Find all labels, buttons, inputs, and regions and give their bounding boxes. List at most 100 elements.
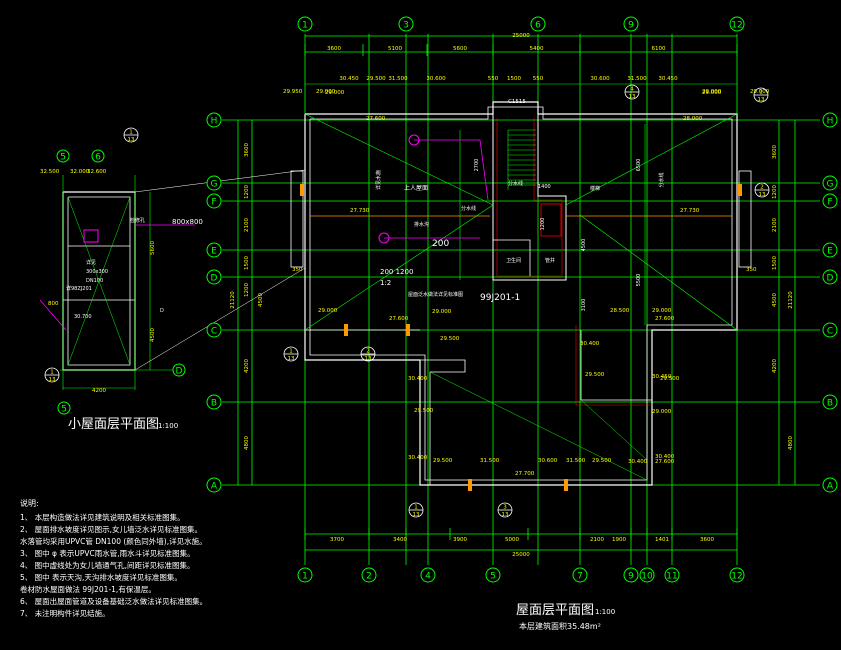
small-detail-ref-top: 1 [50, 370, 54, 376]
dim-left: 21120 [230, 291, 236, 309]
dim-top: 5600 [453, 46, 467, 52]
dim-bottom: 5000 [505, 537, 519, 543]
dim-right: 4200 [772, 359, 778, 373]
small-elevation: 32.500 [40, 169, 60, 175]
axis-bubble-right-F-label: F [827, 198, 832, 208]
elevation-mark: 28.500 [610, 308, 630, 314]
rain-outlet [564, 479, 568, 491]
dim-note: 2700 [474, 159, 480, 172]
small-detail-ref-top: 1 [129, 130, 133, 136]
detail-ref-top: 2 [366, 349, 370, 355]
axis-bubble-bottom-5-label: 5 [490, 572, 496, 582]
elevation-mark: 30.400 [408, 376, 428, 382]
dim-right: 2100 [772, 218, 778, 232]
axis-bubble-right-A-label: A [827, 482, 834, 492]
ridge-label: 分水线 [461, 205, 476, 212]
detail-ref-top: 1 [414, 505, 418, 511]
elevation-mark: 31.500 [480, 458, 500, 464]
ridge-label: 分水线 [508, 180, 523, 187]
dim-top-elev: 30.600 [590, 76, 610, 82]
dim-right: 21120 [788, 291, 794, 309]
axis-bubble-top-6-circle [530, 16, 546, 32]
shaft-wall [493, 239, 531, 276]
elevation-mark: 27.600 [389, 316, 409, 322]
axis-bubble-right-C-label: C [827, 327, 833, 337]
small-plan-scale: 1:100 [158, 422, 178, 430]
axis-bubble-top-9-label: 9 [628, 21, 634, 31]
main-plan-scale: 1:100 [595, 608, 615, 616]
pipe-note: 200 1200 [380, 268, 413, 276]
gutter-label: 排水沟 [414, 221, 429, 228]
elevation-mark: 30.600 [538, 458, 558, 464]
detail-ref-top: 1 [289, 349, 293, 355]
axis-bubble-top-1-label: 1 [302, 21, 308, 31]
elevation-mark: 31.500 [566, 458, 586, 464]
axis-bubble-left-B-label: B [211, 399, 217, 409]
small-elevation: 32.000 [70, 169, 90, 175]
dim-right: 4800 [788, 436, 794, 450]
axis-bubble-right-E-label: E [827, 247, 833, 257]
dim-top-elev: 30.600 [426, 76, 446, 82]
small-axis-bubble-6-circle [91, 149, 105, 163]
small-note: 详98ZJ201 [66, 285, 92, 292]
small-axis-bubble-5b-circle [57, 401, 71, 415]
axis-bubble-left-A-label: A [211, 482, 218, 492]
axis-bubble-top-9-circle [623, 16, 639, 32]
dim-left: 1500 [244, 256, 250, 270]
detail-ref-bottom: 13 [365, 356, 372, 362]
projection-line [134, 267, 306, 371]
dim-right: 3600 [772, 145, 778, 159]
axis-bubble-left-E-circle [206, 242, 222, 258]
window-right [738, 170, 752, 268]
axis-bubble-right-C-circle [822, 322, 838, 338]
main-plan-title: 屋面层平面图 [516, 603, 594, 618]
dim-top-total: 25000 [512, 33, 530, 39]
dim-top-elev: 30.450 [658, 76, 678, 82]
dim-left: 3600 [244, 143, 250, 157]
axis-bubble-right-G-label: G [827, 180, 834, 190]
small-hatch-label: 检修孔 [130, 217, 145, 224]
small-plan-title: 小屋面层平面图 [68, 417, 159, 432]
dim-right: 1200 [772, 185, 778, 199]
dim-left: 1200 [244, 185, 250, 199]
small-axis-bubble-5-label: 5 [60, 153, 66, 163]
rain-outlet [300, 184, 304, 196]
detail-ref-bottom: 13 [759, 192, 766, 198]
notes-line: 7、 未注明构件详见结施。 [20, 609, 110, 618]
small-axis-bubble-d-circle [172, 363, 186, 377]
dim-left: 1200 [244, 283, 250, 297]
small-axis-bubble-6-label: 6 [95, 153, 101, 163]
dim-bottom: 3900 [453, 537, 467, 543]
small-detail-ref-bottom: 13 [128, 137, 135, 143]
rain-outlet [344, 324, 348, 336]
wall-outline-layer [290, 101, 752, 491]
notes-line: 卷材防水屋面做法 99J201-1,有保温层。 [20, 585, 156, 594]
elevation-mark: 29.500 [592, 458, 612, 464]
small-hatch-symbol [83, 229, 99, 243]
axis-bubble-left-E-label: E [211, 247, 217, 257]
dim-bottom: 2100 [590, 537, 604, 543]
axis-bubble-left-C-label: C [211, 327, 217, 337]
axis-bubble-bottom-7-circle [572, 567, 588, 583]
axis-bubble-bottom-4-circle [420, 567, 436, 583]
rain-outlet [468, 479, 472, 491]
elevation-mark: 27.700 [515, 471, 535, 477]
elevation-mark: 27.600 [655, 316, 675, 322]
axis-bubble-right-D-circle [822, 269, 838, 285]
dim-top: 5100 [388, 46, 402, 52]
room-label: 卫生间 [506, 257, 521, 264]
elevation-mark: 27.600 [655, 459, 675, 465]
pipe-note: 1:2 [380, 279, 391, 287]
detail-ref-top: 1 [759, 90, 763, 96]
axis-bubble-bottom-1-label: 1 [302, 572, 308, 582]
small-note: 30.700 [74, 314, 92, 320]
detail-ref-bottom: 13 [502, 512, 509, 518]
small-opening-label: 800x800 [172, 218, 203, 226]
detail-ref-bottom: 13 [413, 512, 420, 518]
slope-line [304, 113, 494, 206]
main-plan-subtitle: 本层建筑面积35.48m² [519, 621, 601, 631]
small-note: D [160, 308, 164, 314]
axis-bubble-bottom-4-label: 4 [425, 572, 431, 582]
